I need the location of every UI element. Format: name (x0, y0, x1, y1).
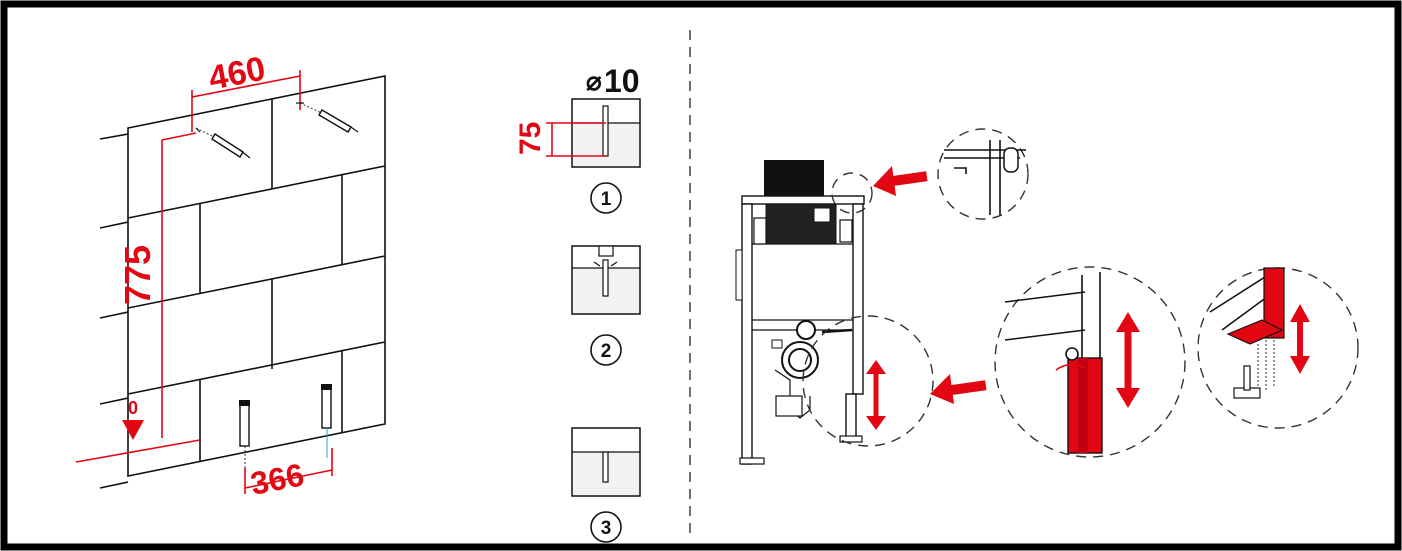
detail-foot-bracket (1197, 267, 1359, 429)
dimension-775: 775 (117, 132, 197, 438)
dim-top-label: 460 (206, 50, 269, 98)
installation-frame (735, 160, 865, 465)
floor-zero-mark: 0 (75, 398, 201, 463)
anchor-icon (299, 102, 359, 133)
double-arrow-vertical-icon (866, 360, 886, 430)
step-number: 1 (601, 189, 612, 210)
detail-leg-adjust (994, 266, 1186, 458)
detail-top-bracket (937, 128, 1029, 220)
step-number: 2 (601, 341, 612, 362)
depth-label: 75 (514, 122, 547, 155)
drill-hole-icon (571, 245, 641, 315)
dim-bottom-label: 366 (248, 456, 307, 502)
drill-steps: ⌀ 10 75 1 2 (514, 63, 641, 543)
wall-panel: 460 775 0 (75, 50, 386, 502)
anchor-icon (239, 400, 250, 478)
diameter-value: 10 (604, 63, 640, 99)
dimension-460: 460 (191, 50, 301, 132)
magnify-circle-icon (802, 315, 934, 447)
dim-height-label: 775 (117, 245, 158, 305)
tile-wall (99, 75, 386, 489)
magnify-circle-icon (831, 172, 873, 214)
arrow-right-icon (930, 374, 987, 404)
floor-zero-label: 0 (128, 398, 138, 418)
arrow-right-icon (873, 166, 928, 196)
step-number: 3 (601, 518, 612, 539)
drill-hole-icon (571, 427, 641, 497)
anchor-icon (321, 384, 332, 458)
step-badge: 2 (590, 334, 622, 366)
diameter-symbol: ⌀ (586, 66, 602, 96)
cistern-box (764, 160, 824, 198)
dimension-366: 366 (244, 448, 333, 502)
step-badge: 3 (590, 511, 622, 543)
anchor-icon (195, 127, 251, 159)
drill-hole-icon (546, 98, 641, 168)
floor-arrow-icon (122, 420, 144, 440)
step-badge: 1 (590, 182, 622, 214)
